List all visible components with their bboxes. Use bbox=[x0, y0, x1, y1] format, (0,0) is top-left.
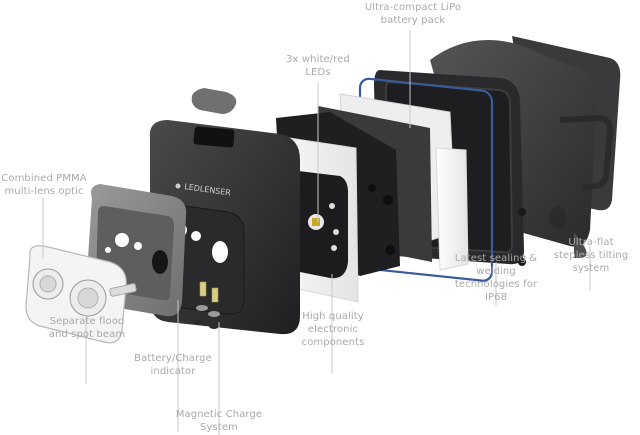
callout-lipo-battery-pack: Ultra-compact LiPo battery pack bbox=[364, 2, 462, 26]
leader-lines bbox=[42, 30, 591, 435]
led-chip bbox=[312, 218, 320, 226]
callout-magnetic-charge-system: Magnetic Charge System bbox=[175, 409, 263, 433]
magnet-contacts bbox=[195, 281, 220, 329]
callout-ip68-sealing: Latest sealing & welding technologies fo… bbox=[454, 253, 538, 303]
callout-battery-charge-indicator: Battery/Charge indicator bbox=[134, 353, 212, 377]
button-pad bbox=[191, 88, 237, 114]
callout-multi-lens-optic: Combined PMMA multi-lens optic bbox=[1, 173, 87, 197]
callout-stepless-tilting: Ultra-flat stepless tilting system bbox=[553, 237, 629, 274]
callout-electronic-components: High quality electronic components bbox=[301, 311, 365, 348]
lens-optic bbox=[25, 245, 137, 344]
callout-flood-spot-beam: Separate flood and spot beam bbox=[48, 316, 126, 340]
end-cap bbox=[549, 207, 567, 229]
callout-white-red-leds: 3x white/red LEDs bbox=[286, 54, 350, 78]
